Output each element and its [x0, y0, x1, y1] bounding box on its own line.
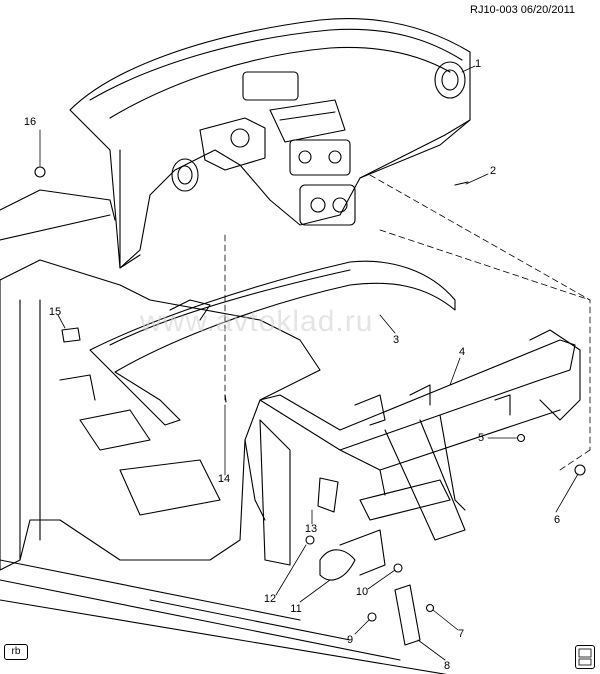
center-display	[242, 71, 299, 101]
callout-16: 16	[23, 116, 37, 128]
callout-13: 13	[304, 523, 318, 535]
radio-panel	[289, 139, 351, 176]
left-vent	[171, 158, 199, 192]
floor-pan	[0, 259, 321, 571]
clip-15	[61, 327, 81, 343]
callout-6: 6	[553, 514, 561, 526]
pin-14	[224, 394, 227, 403]
bracket-8	[394, 584, 421, 646]
callout-10: 10	[355, 586, 369, 598]
fastener-6	[574, 464, 586, 476]
fastener-7	[425, 603, 435, 613]
fastener-10	[393, 563, 403, 573]
callout-12: 12	[263, 593, 277, 605]
fastener-5	[516, 433, 526, 443]
callout-1: 1	[474, 58, 482, 70]
callout-11: 11	[290, 603, 302, 615]
callout-3: 3	[392, 334, 400, 346]
callout-5: 5	[477, 432, 485, 444]
corner-tag: rb	[4, 644, 28, 660]
bracket-11	[319, 549, 356, 581]
ref-date: 06/20/2011	[520, 4, 576, 16]
dashboard-shell	[69, 18, 471, 269]
watermark: www.avtoklad.ru	[140, 305, 374, 338]
right-vent	[434, 61, 466, 99]
fastener-9	[367, 612, 377, 622]
fastener-13	[305, 535, 315, 545]
reinforcement-beam	[89, 260, 456, 426]
callout-8: 8	[443, 660, 451, 672]
instrument-cluster	[199, 117, 266, 171]
bolt-2	[454, 181, 469, 186]
callout-9: 9	[346, 634, 354, 646]
view-orientation-icon	[575, 645, 595, 669]
diagram-ref-code: RJ10-003 06/20/2011	[470, 4, 575, 16]
callout-7: 7	[457, 628, 465, 640]
support-frame	[259, 339, 576, 451]
callout-4: 4	[458, 346, 466, 358]
callout-2: 2	[489, 165, 497, 177]
callout-14: 14	[217, 473, 231, 485]
callout-15: 15	[48, 306, 62, 318]
fastener-16	[34, 166, 46, 178]
ref-code: RJ10-003	[470, 4, 518, 16]
